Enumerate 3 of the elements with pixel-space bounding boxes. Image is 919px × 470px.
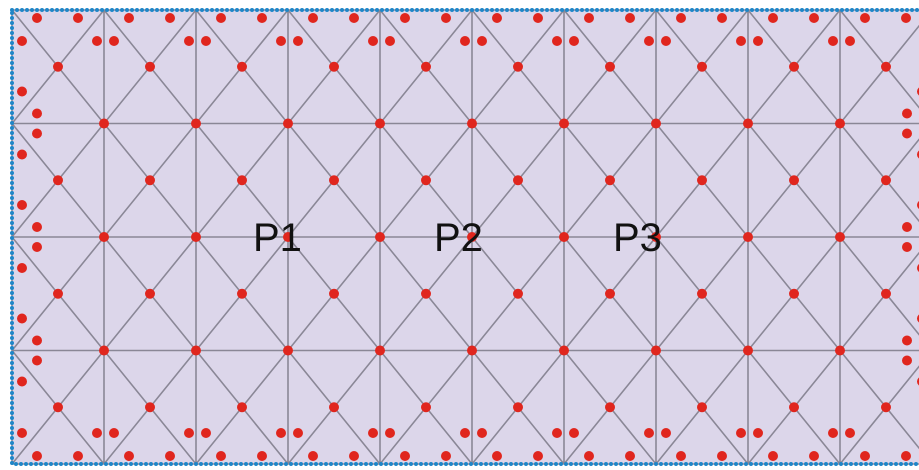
region-label: P2 bbox=[434, 218, 483, 258]
region-label: P1 bbox=[253, 218, 302, 258]
region-label: P3 bbox=[613, 218, 662, 258]
